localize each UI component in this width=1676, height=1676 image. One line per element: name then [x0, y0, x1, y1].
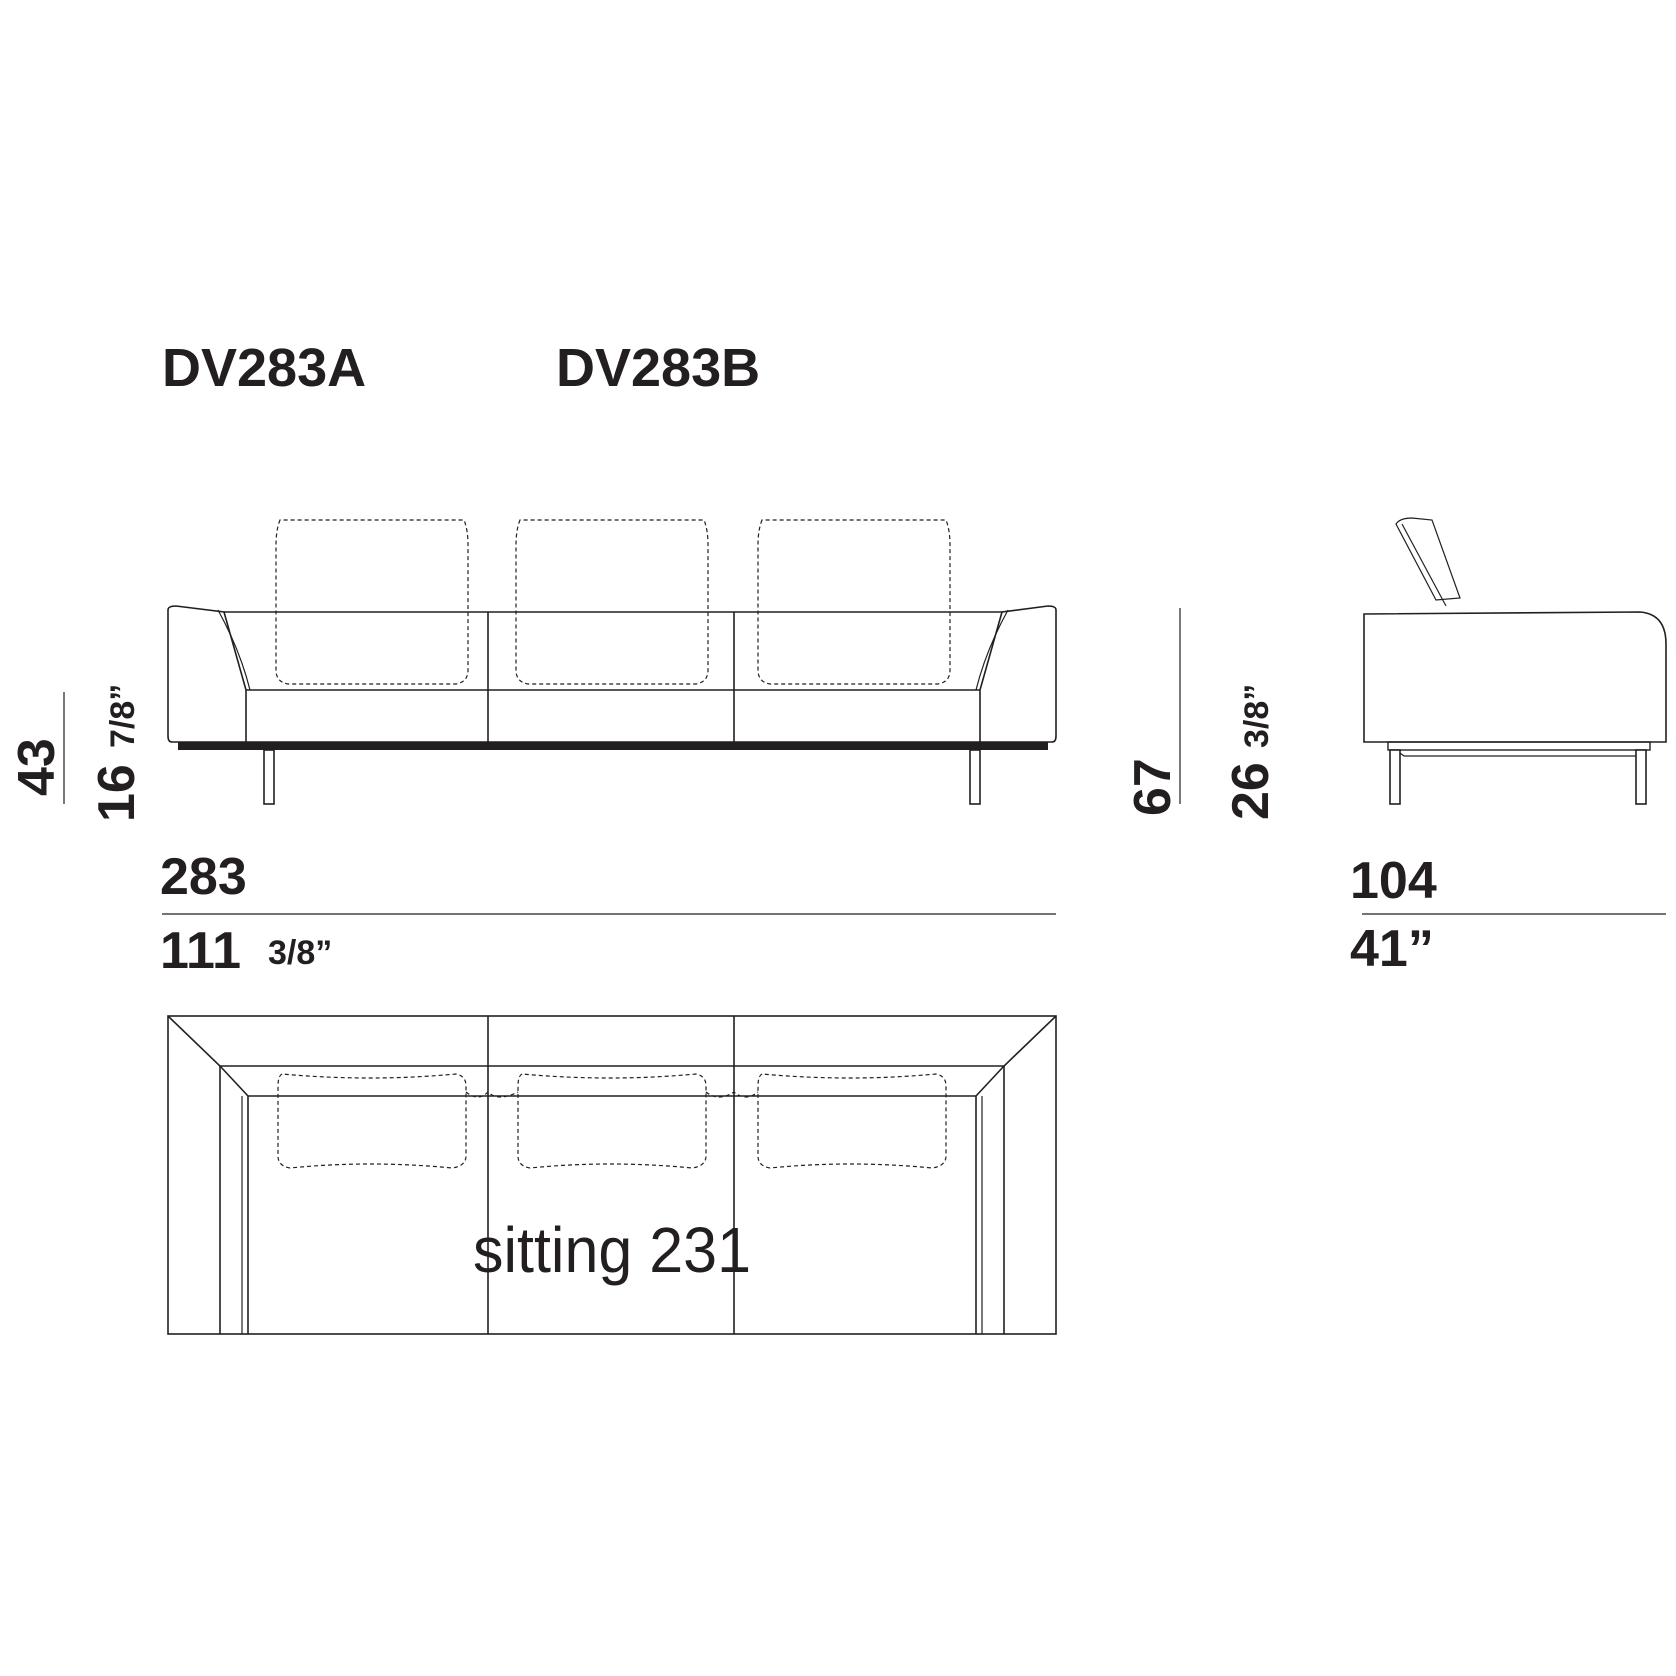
- front-leg-left: [263, 749, 275, 805]
- top-arm-outer-inner: [219, 1066, 1005, 1334]
- side-height-in: 26: [1222, 762, 1280, 820]
- top-back-cushion-1: [277, 1073, 467, 1169]
- side-height-cm: 67: [1124, 758, 1182, 816]
- top-corner-bevels: [167, 1015, 1057, 1097]
- front-width-in: 111: [160, 922, 241, 980]
- side-base-bracket: [1395, 749, 1645, 757]
- front-back-cushion-3: [757, 519, 951, 685]
- top-arm-inner: [247, 1096, 977, 1334]
- top-arm-inner-lines: [241, 1096, 983, 1334]
- side-body: [1363, 611, 1667, 743]
- front-width-in-fraction: 3/8”: [268, 934, 332, 972]
- side-height-in-fraction: 3/8”: [1238, 684, 1276, 748]
- front-seat-height-cm: 43: [8, 738, 66, 796]
- front-right-arm: [979, 605, 1057, 743]
- side-back-cushion: [1395, 517, 1461, 601]
- side-leg-front: [1389, 749, 1401, 805]
- front-seat-height-in: 16: [88, 764, 146, 822]
- front-width-cm: 283: [160, 848, 247, 906]
- front-left-arm: [167, 605, 247, 743]
- top-back-cushion-2: [517, 1073, 707, 1169]
- side-leg-back: [1635, 749, 1647, 805]
- front-base-rail: [178, 742, 1048, 750]
- side-depth-cm: 104: [1350, 852, 1437, 910]
- front-back-cushion-1: [275, 519, 469, 685]
- front-view: [167, 519, 1057, 805]
- front-right-arm-inner: [975, 609, 1009, 691]
- front-module-dividers: [487, 612, 735, 742]
- side-base: [1387, 741, 1651, 751]
- front-seat-height-in-fraction: 7/8”: [104, 684, 142, 748]
- top-module-dividers: [487, 1016, 735, 1334]
- sitting-width-label: sitting 231: [473, 1214, 751, 1286]
- front-back-cushion-2: [515, 519, 709, 685]
- top-back-cushion-3: [757, 1073, 947, 1169]
- front-leg-right: [969, 749, 981, 805]
- side-view: [1363, 517, 1667, 805]
- model-code-b: DV283B: [556, 338, 760, 398]
- side-back-cushion-inner: [1401, 523, 1447, 607]
- top-view: [167, 1015, 1057, 1335]
- top-outline: [167, 1015, 1057, 1335]
- model-code-a: DV283A: [162, 338, 366, 398]
- side-depth-in: 41”: [1350, 920, 1434, 978]
- front-left-arm-inner: [217, 609, 251, 691]
- top-cushion-joins: [465, 1091, 759, 1098]
